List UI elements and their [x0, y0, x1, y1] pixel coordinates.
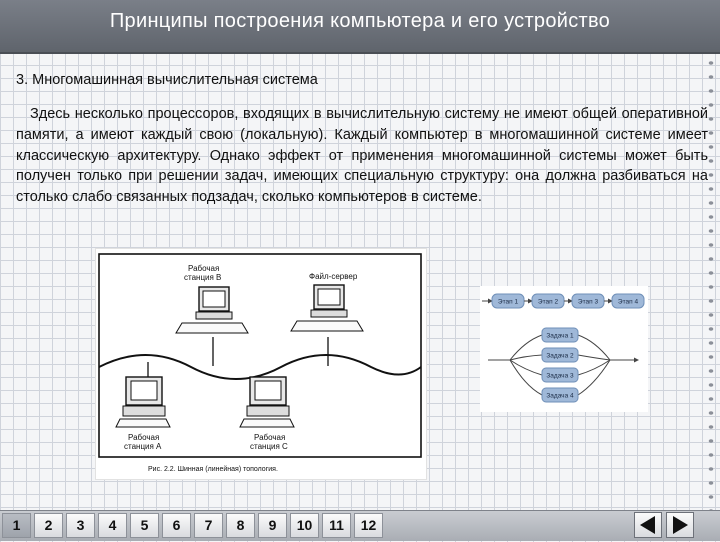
computer-c-icon: [239, 376, 295, 428]
task-label-3: Задача 3: [546, 373, 574, 380]
title-bar: Принципы построения компьютера и его уст…: [0, 0, 720, 54]
triangle-left-icon: [640, 516, 655, 534]
page-button-10[interactable]: 10: [290, 513, 319, 538]
task-label-4: Задача 4: [546, 393, 574, 400]
stages-tasks-figure: Этап 1 Этап 2 Этап 3 Этап 4 Задача 1 Зад…: [480, 286, 648, 412]
label-station-b-line2: станция В: [184, 273, 221, 282]
triangle-right-icon: [673, 516, 688, 534]
label-station-c-line1: Рабочая: [254, 433, 285, 442]
page-button-2[interactable]: 2: [34, 513, 63, 538]
label-station-b-line1: Рабочая: [188, 264, 219, 273]
computer-b-icon: [175, 286, 249, 334]
previous-page-button[interactable]: [634, 512, 662, 538]
page-button-1[interactable]: 1: [2, 513, 31, 538]
task-box-3: [541, 367, 579, 383]
task-box-4: [541, 387, 579, 403]
page-button-3[interactable]: 3: [66, 513, 95, 538]
stage-label-3: Этап 3: [578, 299, 599, 306]
file-server-icon: [290, 284, 364, 332]
task-label-1: Задача 1: [546, 333, 574, 340]
label-station-a-line2: станция А: [124, 442, 162, 451]
page-button-5[interactable]: 5: [130, 513, 159, 538]
stage-box-4: [611, 293, 645, 309]
task-box-2: [541, 347, 579, 363]
bus-topology-diagram: Рабочая станция В Файл-сервер Рабочая ст…: [98, 253, 422, 473]
bus-topology-figure: Рабочая станция В Файл-сервер Рабочая ст…: [95, 248, 427, 480]
page-button-8[interactable]: 8: [226, 513, 255, 538]
label-station-c-line2: станция С: [250, 442, 288, 451]
stage-label-2: Этап 2: [538, 299, 559, 306]
section-heading: 3. Многомашинная вычислительная система: [16, 72, 318, 88]
page-button-11[interactable]: 11: [322, 513, 351, 538]
stage-label-4: Этап 4: [618, 299, 639, 306]
computer-a-icon: [115, 376, 171, 428]
page-button-4[interactable]: 4: [98, 513, 127, 538]
page-button-9[interactable]: 9: [258, 513, 287, 538]
page-button-6[interactable]: 6: [162, 513, 191, 538]
next-page-button[interactable]: [666, 512, 694, 538]
stages-tasks-diagram: Этап 1 Этап 2 Этап 3 Этап 4 Задача 1 Зад…: [482, 293, 645, 403]
task-box-1: [541, 327, 579, 343]
figure-caption: Рис. 2.2. Шинная (линейная) топология.: [148, 465, 278, 473]
body-paragraph: Здесь несколько процессоров, входящих в …: [16, 106, 708, 206]
label-station-a-line1: Рабочая: [128, 433, 159, 442]
page-button-12[interactable]: 12: [354, 513, 383, 538]
task-label-2: Задача 2: [546, 353, 574, 360]
slide-title: Принципы построения компьютера и его уст…: [109, 10, 611, 32]
label-file-server: Файл-сервер: [309, 272, 358, 281]
stage-label-1: Этап 1: [498, 299, 519, 306]
right-decorative-strip: [702, 52, 720, 510]
page-button-7[interactable]: 7: [194, 513, 223, 538]
